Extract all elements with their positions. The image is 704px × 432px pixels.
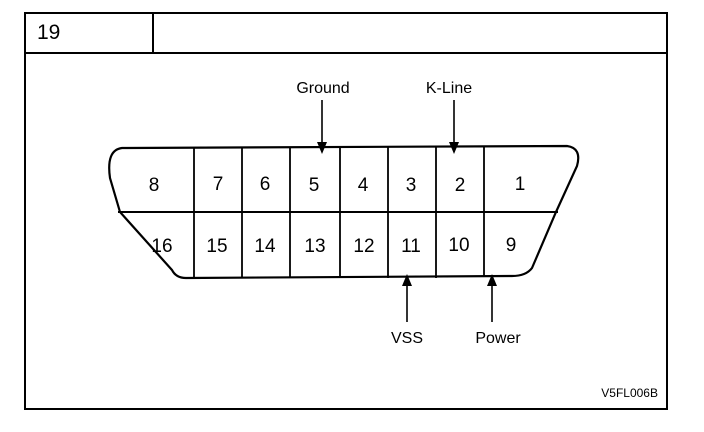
pin-5: 5	[309, 175, 320, 196]
pin-13: 13	[304, 236, 325, 257]
pin-15: 15	[206, 236, 227, 257]
pin-14: 14	[254, 236, 276, 257]
power-arrowhead	[487, 274, 497, 286]
vss-label: VSS	[391, 330, 423, 347]
pin-7: 7	[213, 174, 224, 195]
pin-10: 10	[448, 235, 469, 256]
pin-2: 2	[455, 175, 466, 196]
ground-arrowhead	[317, 142, 327, 154]
ground-label: Ground	[296, 80, 349, 97]
figure-number: 19	[26, 14, 154, 52]
pin-3: 3	[406, 175, 417, 196]
pin-1: 1	[515, 174, 526, 195]
pin-8: 8	[149, 175, 160, 196]
k-line-label: K-Line	[426, 80, 472, 97]
power-label: Power	[475, 330, 521, 347]
pin-dividers	[193, 147, 485, 278]
pin-9: 9	[506, 235, 517, 256]
figure-frame: 19	[24, 12, 668, 410]
pin-4: 4	[358, 175, 369, 196]
figure-header: 19	[26, 14, 666, 54]
pin-11: 11	[401, 236, 421, 257]
vss-arrowhead	[402, 274, 412, 286]
pin-6: 6	[260, 174, 271, 195]
pin-16: 16	[151, 236, 172, 257]
pin-12: 12	[353, 236, 374, 257]
k-line-arrowhead	[449, 142, 459, 154]
figure-code: V5FL006B	[601, 386, 658, 400]
